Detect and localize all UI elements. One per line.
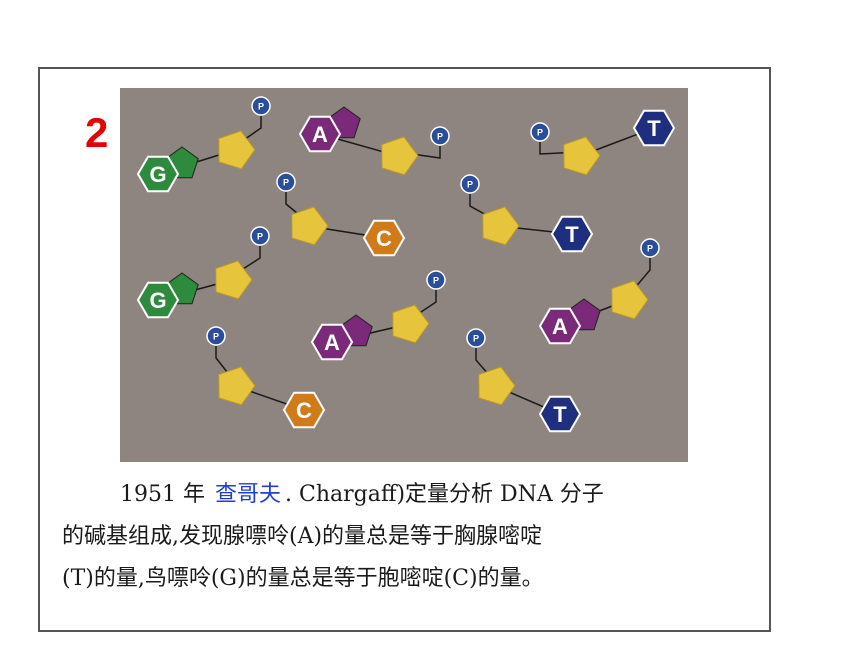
base-label: C [376,226,392,251]
phosphate-label: P [473,334,479,344]
phosphate-label: P [537,128,543,138]
caption-line-3: (T)的量,鸟嘌呤(G)的量总是等于胞嘧啶(C)的量。 [62,558,762,600]
phosphate-label: P [257,232,263,242]
base-label: G [149,162,166,187]
nucleotide-illustration: P G P A P T P C P T P G P A P A P C P T [120,88,688,462]
base-label: T [553,402,567,427]
base-label: A [312,122,328,147]
phosphate-label: P [467,180,473,190]
phosphate-label: P [437,132,443,142]
scientist-name: 查哥夫 [215,482,281,507]
caption-line-2: 的碱基组成,发现腺嘌呤(A)的量总是等于胸腺嘧啶 [62,516,762,558]
phosphate-label: P [433,276,439,286]
base-label: T [565,222,579,247]
base-label: A [324,330,340,355]
phosphate-label: P [258,102,264,112]
caption-line-1: 1951 年查哥夫. Chargaff)定量分析 DNA 分子 [62,474,762,516]
base-label: C [296,398,312,423]
phosphate-label: P [213,332,219,342]
base-label: A [552,314,568,339]
phosphate-label: P [647,244,653,254]
phosphate-label: P [283,178,289,188]
base-label: G [149,288,166,313]
caption-line-1-rest: . Chargaff)定量分析 DNA 分子 [285,482,604,507]
caption-year: 1951 年 [120,482,205,507]
caption-text: 1951 年查哥夫. Chargaff)定量分析 DNA 分子 的碱基组成,发现… [62,474,762,600]
slide-number: 2 [85,108,108,158]
base-label: T [647,116,661,141]
